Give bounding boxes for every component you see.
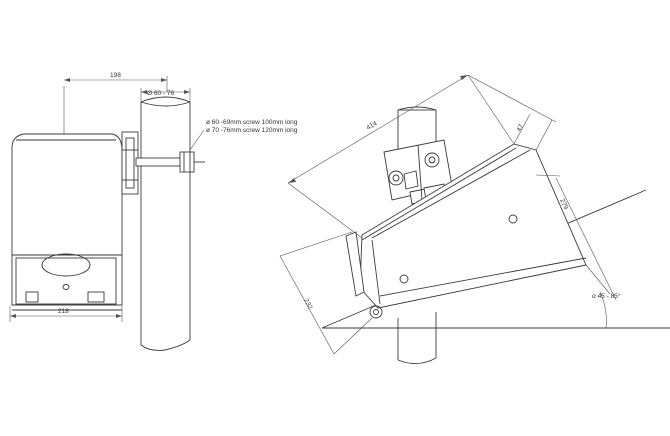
dim-218-label: 218 bbox=[58, 308, 69, 315]
dim-232-label: 232 bbox=[302, 298, 313, 311]
dimension-414: 414 bbox=[287, 74, 515, 239]
pipe bbox=[140, 96, 191, 351]
screw bbox=[135, 151, 205, 173]
housing bbox=[11, 133, 123, 311]
tilted-housing bbox=[345, 143, 587, 319]
dim-198-label: 198 bbox=[110, 72, 121, 79]
dimension-47: 47 bbox=[467, 74, 557, 151]
dimension-198: 198 bbox=[63, 72, 168, 138]
screw-note-line1: ø 60 -69mm screw 100mm long bbox=[206, 119, 298, 126]
dimension-218: 218 bbox=[9, 306, 123, 322]
side-view: 198 Ø 60 - 76 bbox=[9, 72, 298, 351]
dimension-pipe-diameter: Ø 60 - 76 bbox=[140, 88, 191, 104]
dimension-232: 232 bbox=[279, 231, 373, 355]
angle-label: α 45 - 85° bbox=[592, 292, 621, 300]
tilted-pipe bbox=[397, 106, 437, 364]
dim-47-label: 47 bbox=[516, 123, 526, 133]
dim-414-label: 414 bbox=[365, 120, 378, 132]
angle-indicator: α 45 - 85° bbox=[592, 291, 621, 329]
screw-note-line2: ø 70 -76mm screw 120mm long bbox=[206, 127, 298, 134]
pipe-dia-label: Ø 60 - 76 bbox=[147, 90, 174, 97]
dim-279-label: 279 bbox=[558, 198, 569, 211]
dimension-279: 279 bbox=[535, 174, 617, 301]
mounting-bracket bbox=[121, 131, 139, 195]
tilted-view: 414 47 279 232 α 45 - 85° bbox=[279, 74, 670, 364]
